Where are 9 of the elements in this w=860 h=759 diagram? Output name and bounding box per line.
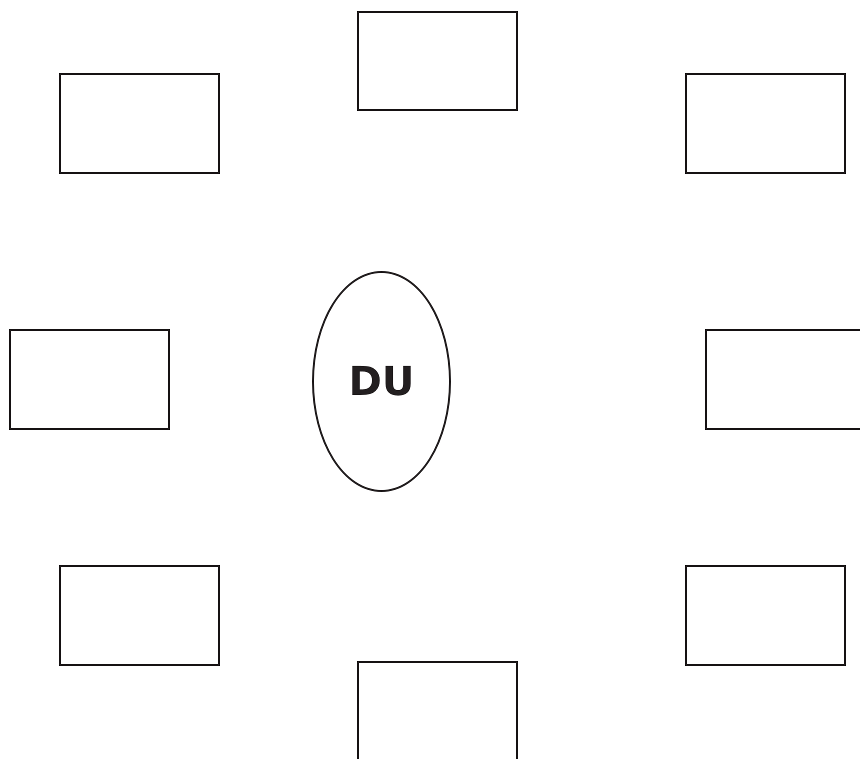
empty-box: [685, 73, 846, 174]
empty-box: [59, 73, 220, 174]
empty-box: [357, 661, 518, 759]
empty-box: [59, 565, 220, 666]
empty-box: [357, 11, 518, 111]
empty-box: [9, 329, 170, 430]
node-label: DU: [348, 358, 414, 404]
empty-box: [685, 565, 846, 666]
empty-box: [705, 329, 860, 430]
